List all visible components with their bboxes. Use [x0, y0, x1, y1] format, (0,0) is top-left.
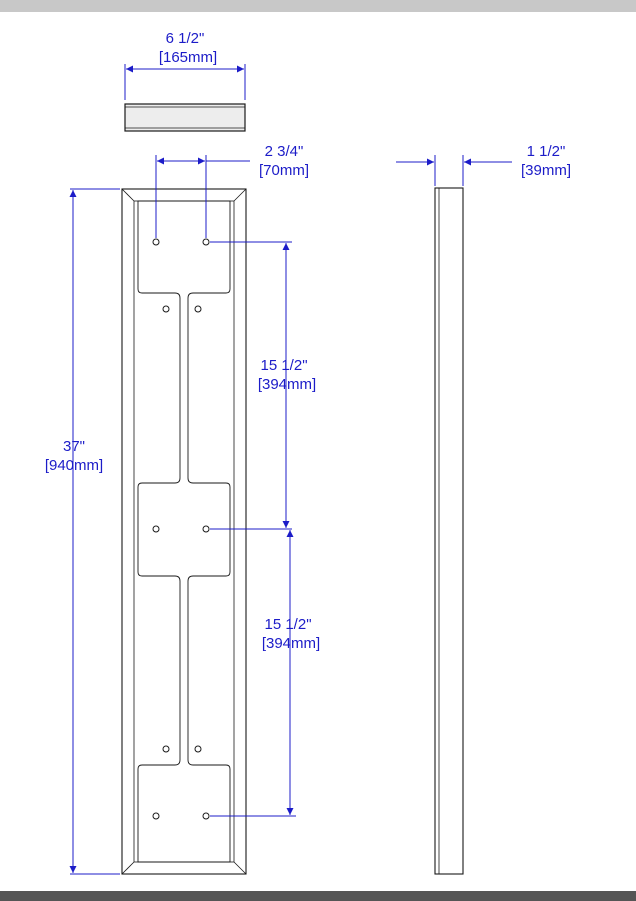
hole-spacing-imperial: 2 3/4"	[265, 143, 304, 160]
plate-outline	[121, 188, 247, 875]
depth-imperial: 1 1/2"	[527, 143, 566, 160]
top-view-outline	[124, 103, 246, 132]
mounting-hole	[194, 745, 202, 753]
total-height-imperial: 37"	[63, 438, 85, 455]
top-width-imperial: 6 1/2"	[166, 30, 205, 47]
mounting-hole	[152, 525, 160, 533]
side-view	[434, 187, 464, 875]
mounting-holes	[152, 238, 210, 820]
hole-spacing-metric: [70mm]	[259, 162, 309, 179]
dimension-labels: 6 1/2" [165mm] 2 3/4" [70mm] 1 1/2" [39m…	[45, 30, 571, 652]
lower-spacing-metric: [394mm]	[262, 635, 320, 652]
upper-spacing-metric: [394mm]	[258, 376, 316, 393]
depth-metric: [39mm]	[521, 162, 571, 179]
mounting-hole	[152, 238, 160, 246]
bottom-frame-bar	[0, 891, 636, 901]
mounting-hole	[162, 745, 170, 753]
top-width-metric: [165mm]	[159, 49, 217, 66]
top-view	[124, 103, 246, 132]
dimension-lines	[69, 64, 512, 875]
lower-spacing-imperial: 15 1/2"	[264, 616, 311, 633]
top-frame-bar	[0, 0, 636, 12]
mounting-hole	[162, 305, 170, 313]
mounting-hole	[194, 305, 202, 313]
side-view-outline	[434, 187, 464, 875]
front-view	[121, 188, 247, 875]
mounting-hole	[152, 812, 160, 820]
plate-bevel	[133, 200, 235, 863]
total-height-metric: [940mm]	[45, 457, 103, 474]
mounting-hole	[202, 812, 210, 820]
mounting-hole	[202, 525, 210, 533]
mounting-cutout	[137, 200, 231, 863]
upper-spacing-imperial: 15 1/2"	[260, 357, 307, 374]
mounting-hole	[202, 238, 210, 246]
